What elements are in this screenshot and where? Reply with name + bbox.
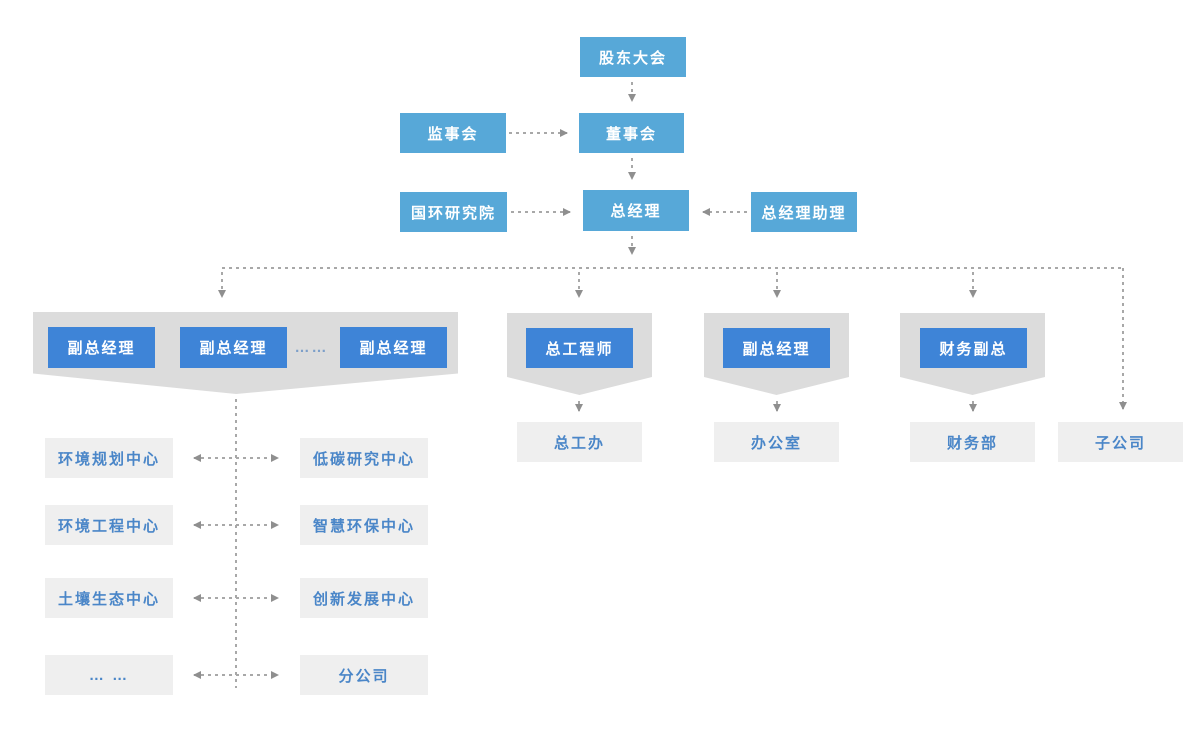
node-office: 办公室 [714,422,839,462]
node-env-engineering-center: 环境工程中心 [45,505,173,545]
node-dept-ellipsis: … … [45,655,173,695]
node-gm-assistant: 总经理助理 [751,192,857,232]
node-soil-ecology-center: 土壤生态中心 [45,578,173,618]
node-finance-deputy: 财务副总 [920,328,1027,368]
node-smart-env-center: 智慧环保中心 [300,505,428,545]
node-low-carbon-research-center: 低碳研究中心 [300,438,428,478]
node-innovation-center: 创新发展中心 [300,578,428,618]
node-deputy-gm-3: 副总经理 [340,327,447,368]
node-general-manager: 总经理 [583,190,689,231]
node-subsidiary: 子公司 [1058,422,1183,462]
node-deputy-gm-1: 副总经理 [48,327,155,368]
node-finance-dept: 财务部 [910,422,1035,462]
node-env-planning-center: 环境规划中心 [45,438,173,478]
node-chief-engineer: 总工程师 [526,328,633,368]
node-shareholders-meeting: 股东大会 [580,37,686,77]
node-supervisory-board: 监事会 [400,113,506,153]
node-deputy-gm-2: 副总经理 [180,327,287,368]
node-deputy-gm-mid: 副总经理 [723,328,830,368]
node-branch-company: 分公司 [300,655,428,695]
deputy-gm-ellipsis: …… [294,339,329,356]
node-chief-engineer-office: 总工办 [517,422,642,462]
node-board-of-directors: 董事会 [579,113,684,153]
node-research-institute: 国环研究院 [400,192,507,232]
